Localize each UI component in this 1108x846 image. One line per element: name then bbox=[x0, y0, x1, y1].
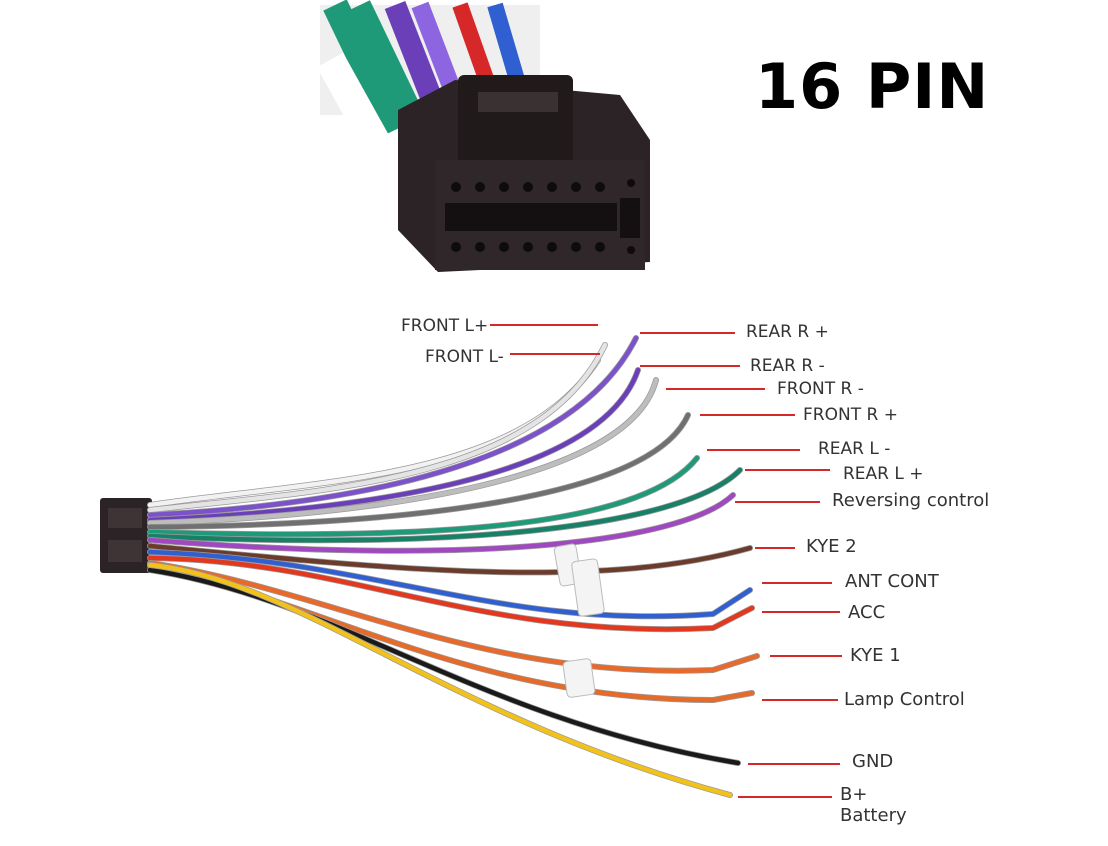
wire bbox=[147, 467, 743, 543]
wire-label-rear-r-minus: REAR R - bbox=[750, 356, 825, 376]
wire bbox=[147, 543, 753, 575]
wire bbox=[147, 342, 608, 513]
wire-tag bbox=[562, 658, 596, 698]
wire bbox=[147, 367, 641, 523]
harness-connector-top-face bbox=[108, 508, 142, 528]
wire-label-kye-2: KYE 2 bbox=[806, 536, 857, 557]
wire bbox=[147, 555, 755, 632]
wire-label-kye-1: KYE 1 bbox=[850, 645, 901, 666]
wire-label-lamp-control: Lamp Control bbox=[844, 689, 965, 710]
wire-label-ant-cont: ANT CONT bbox=[845, 571, 939, 592]
wire-label-gnd: GND bbox=[852, 751, 894, 772]
wire-tag bbox=[571, 558, 605, 617]
harness-connector bbox=[100, 498, 152, 573]
wire-outline bbox=[147, 567, 741, 766]
wire bbox=[147, 562, 733, 798]
wire bbox=[147, 492, 736, 553]
wire bbox=[147, 412, 691, 530]
wire-label-front-l-minus: FRONT L- bbox=[425, 347, 504, 367]
wire bbox=[147, 335, 639, 518]
connector-pin-holes bbox=[451, 179, 635, 254]
page-title: 16 PIN bbox=[755, 50, 990, 123]
wire-label-rear-l-minus: REAR L - bbox=[818, 439, 891, 459]
wire-label-battery: Battery bbox=[840, 805, 907, 826]
connector-side-slot bbox=[620, 198, 640, 238]
wire bbox=[147, 455, 700, 537]
wire-group bbox=[147, 335, 760, 798]
connector-key-strip bbox=[445, 203, 617, 231]
wire bbox=[147, 377, 659, 526]
wire-label-acc: ACC bbox=[848, 602, 886, 623]
wire-label-b-plus: B+ bbox=[840, 784, 868, 805]
wire-label-front-r-minus: FRONT R - bbox=[777, 379, 864, 399]
wire-tag-group bbox=[553, 543, 605, 698]
leader-group bbox=[490, 324, 842, 798]
connector-photo bbox=[316, 0, 650, 272]
wire bbox=[147, 560, 760, 673]
wire bbox=[147, 567, 741, 766]
harness-connector-bottom-face bbox=[108, 540, 142, 562]
wire-label-front-l-plus: FRONT L+ bbox=[401, 316, 489, 336]
wire-label-front-r-plus: FRONT R + bbox=[803, 405, 898, 425]
wire-label-rear-r-plus: REAR R + bbox=[746, 322, 829, 342]
wire-label-rear-l-plus: REAR L + bbox=[843, 464, 924, 484]
photo-wire-white bbox=[316, 52, 394, 158]
connector-latch-slot bbox=[478, 92, 558, 112]
wire bbox=[147, 549, 753, 619]
wire-label-reversing-control: Reversing control bbox=[832, 490, 990, 511]
photo-wire-green bbox=[323, 0, 407, 136]
